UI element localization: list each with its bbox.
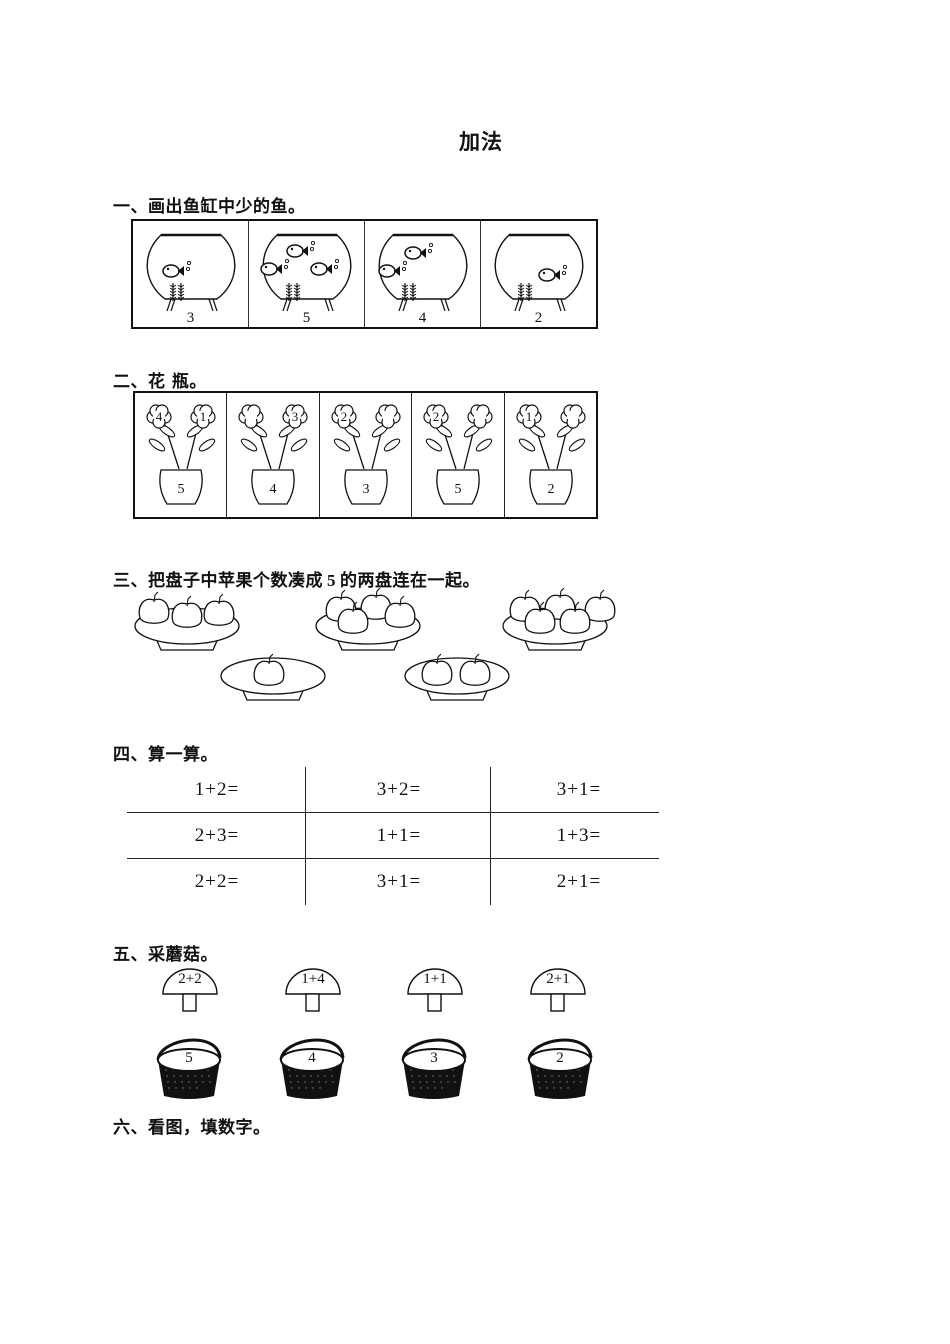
section-2-heading: 二、花 瓶。 (113, 372, 207, 392)
divider (305, 767, 306, 905)
divider (127, 858, 659, 859)
equation[interactable]: 1+1= (376, 825, 422, 846)
section-1-heading: 一、画出鱼缸中少的鱼。 (113, 197, 306, 217)
mushroom-label: 2+2 (178, 971, 202, 987)
fish-bowl-1[interactable]: 3 (133, 221, 249, 327)
mushroom-label: 1+4 (301, 971, 325, 987)
basket-2[interactable]: 4 (275, 1030, 349, 1102)
section-5-heading: 五、采蘑菇。 (113, 945, 218, 965)
svg-text:5: 5 (178, 482, 185, 497)
basket-label: 3 (430, 1050, 438, 1066)
fish-bowl-3[interactable]: 4 (365, 221, 481, 327)
mushroom-2[interactable]: 1+4 (283, 966, 343, 1014)
svg-text:2: 2 (341, 409, 348, 424)
basket-4[interactable]: 2 (523, 1030, 597, 1102)
basket-1[interactable]: 5 (152, 1030, 226, 1102)
svg-text:4: 4 (156, 409, 163, 424)
arithmetic-table: 1+2= 3+2= 3+1= 2+3= 1+1= 1+3= 2+2= 3+1= … (127, 767, 659, 905)
basket-label: 5 (185, 1050, 193, 1066)
mushroom-4[interactable]: 2+1 (528, 966, 588, 1014)
svg-text:2: 2 (433, 409, 440, 424)
svg-text:3: 3 (292, 409, 299, 424)
mushroom-1[interactable]: 2+2 (160, 966, 220, 1014)
svg-text:4: 4 (270, 482, 277, 497)
equation[interactable]: 2+2= (194, 871, 240, 892)
mushroom-label: 2+1 (546, 971, 570, 987)
worksheet-title: 加法 (459, 130, 503, 154)
equation[interactable]: 1+2= (194, 779, 240, 800)
bowl-number: 4 (418, 310, 427, 326)
section-6-heading: 六、看图，填数字。 (113, 1118, 271, 1138)
section-4-heading: 四、算一算。 (113, 745, 218, 765)
svg-text:1: 1 (525, 409, 532, 424)
equation[interactable]: 1+3= (556, 825, 602, 846)
equation[interactable]: 3+2= (376, 779, 422, 800)
equation[interactable]: 3+1= (376, 871, 422, 892)
svg-text:2: 2 (547, 482, 554, 497)
fish-bowl-row: 3 5 4 2 (131, 219, 598, 329)
basket-label: 2 (556, 1050, 564, 1066)
equation[interactable]: 2+3= (194, 825, 240, 846)
fish-bowl-2[interactable]: 5 (249, 221, 365, 327)
apple-plates[interactable] (120, 588, 640, 718)
divider (127, 812, 659, 813)
svg-text:5: 5 (455, 482, 462, 497)
target-number: 5 (327, 571, 336, 590)
equation[interactable]: 3+1= (556, 779, 602, 800)
mushroom-label: 1+1 (423, 971, 447, 987)
bowl-number: 2 (534, 310, 543, 326)
vase-1[interactable]: 4 1 5 (135, 393, 228, 517)
basket-label: 4 (308, 1050, 316, 1066)
bowl-number: 5 (302, 310, 311, 326)
svg-text:3: 3 (362, 482, 369, 497)
mushroom-3[interactable]: 1+1 (405, 966, 465, 1014)
basket-3[interactable]: 3 (397, 1030, 471, 1102)
fish-bowl-4[interactable]: 2 (481, 221, 596, 327)
svg-text:1: 1 (200, 409, 207, 424)
bowl-number: 3 (186, 310, 195, 326)
equation[interactable]: 2+1= (556, 871, 602, 892)
divider (490, 767, 491, 905)
